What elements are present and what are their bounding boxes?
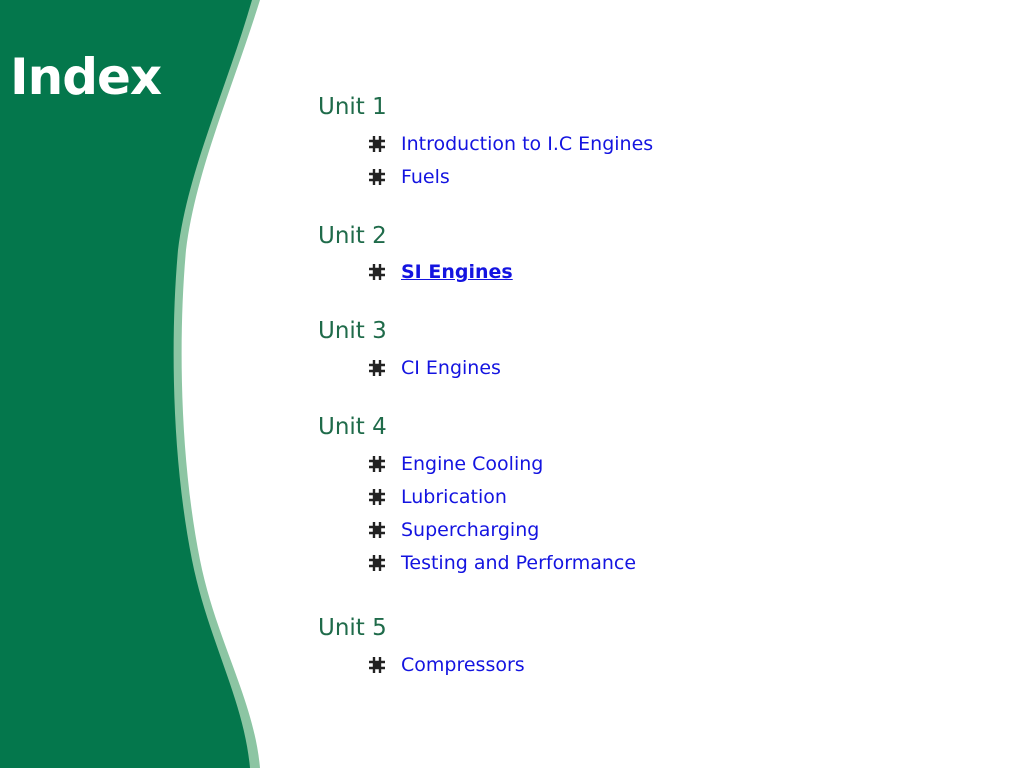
unit-1-heading: Unit 1 xyxy=(318,94,387,120)
topic-fuels[interactable]: Fuels xyxy=(368,164,450,190)
topic-intro-ic-engines[interactable]: Introduction to I.C Engines xyxy=(368,131,653,157)
topic-lubrication[interactable]: Lubrication xyxy=(368,484,507,510)
topic-link[interactable]: Introduction to I.C Engines xyxy=(401,133,654,155)
unit-5-heading: Unit 5 xyxy=(318,615,387,641)
topic-link-active[interactable]: SI Engines xyxy=(401,261,513,283)
side-panel-fill xyxy=(0,0,252,768)
hash-bullet-icon xyxy=(369,360,385,376)
unit-2-heading: Unit 2 xyxy=(318,223,387,249)
topic-ci-engines[interactable]: CI Engines xyxy=(368,355,501,381)
topic-link[interactable]: Supercharging xyxy=(401,519,540,541)
hash-bullet-icon xyxy=(369,657,385,673)
topic-link[interactable]: Engine Cooling xyxy=(401,453,544,475)
unit-4-heading: Unit 4 xyxy=(318,414,387,440)
topic-si-engines[interactable]: SI Engines xyxy=(368,259,513,285)
unit-3-heading: Unit 3 xyxy=(318,318,387,344)
topic-link[interactable]: Testing and Performance xyxy=(401,552,637,574)
topic-link[interactable]: Fuels xyxy=(401,166,450,188)
topic-compressors[interactable]: Compressors xyxy=(368,652,525,678)
hash-bullet-icon xyxy=(369,169,385,185)
hash-bullet-icon xyxy=(369,489,385,505)
topic-link[interactable]: Lubrication xyxy=(401,486,507,508)
hash-bullet-icon xyxy=(369,522,385,538)
topic-supercharging[interactable]: Supercharging xyxy=(368,517,539,543)
topic-link[interactable]: CI Engines xyxy=(401,357,501,379)
side-decor-panel xyxy=(0,0,260,768)
hash-bullet-icon xyxy=(369,555,385,571)
hash-bullet-icon xyxy=(369,136,385,152)
topic-engine-cooling[interactable]: Engine Cooling xyxy=(368,451,543,477)
page-title: Index xyxy=(10,48,162,106)
hash-bullet-icon xyxy=(369,456,385,472)
topic-link[interactable]: Compressors xyxy=(401,654,525,676)
hash-bullet-icon xyxy=(369,264,385,280)
topic-testing-performance[interactable]: Testing and Performance xyxy=(368,550,636,576)
